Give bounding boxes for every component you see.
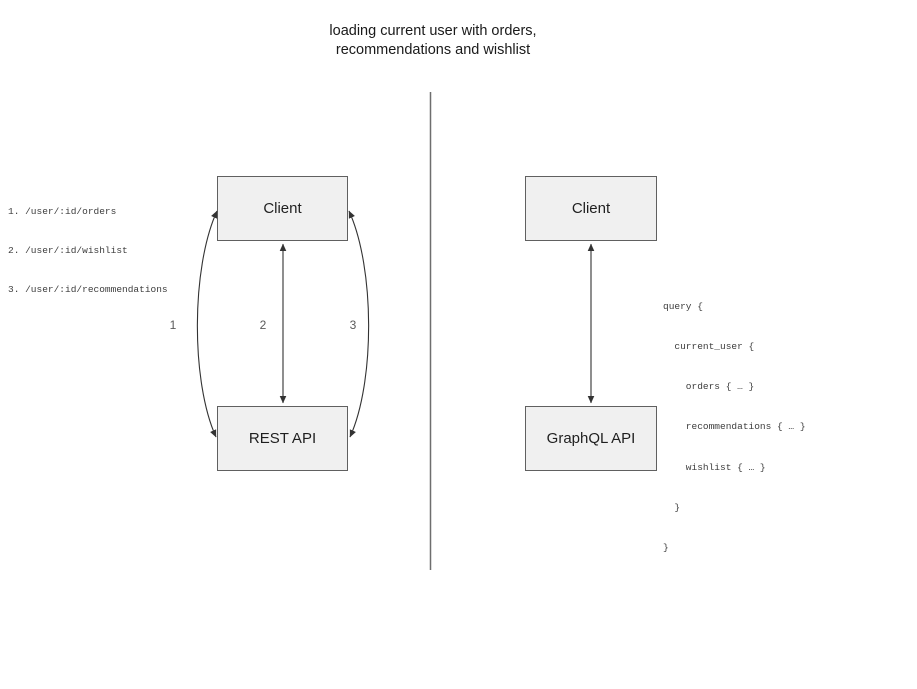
rest-api-box-label: REST API xyxy=(248,430,317,447)
client-box-rest-label: Client xyxy=(263,200,302,217)
client-box-rest-side: Client xyxy=(217,176,348,241)
graphql-query-line: orders { … } xyxy=(663,381,755,393)
diagram-title: loading current user with orders, recomm… xyxy=(133,22,733,60)
rest-endpoint-recommendations: 3. /user/:id/recommendations xyxy=(8,284,168,295)
graphql-api-box: GraphQL API xyxy=(525,406,657,471)
graphql-query-code: query { current_user { orders { … } reco… xyxy=(663,273,806,581)
graphql-query-line: } xyxy=(663,542,669,554)
rest-endpoint-wishlist: 2. /user/:id/wishlist xyxy=(8,245,128,256)
diagram-title-line-1: loading current user with orders, xyxy=(329,23,537,39)
arrow-label-2: 2 xyxy=(259,318,267,332)
graphql-query-line: wishlist { … } xyxy=(663,461,766,473)
arrow-1-left-curve xyxy=(196,210,218,438)
graphql-query-line: query { xyxy=(663,300,703,312)
diagram-title-line-2: recommendations and wishlist xyxy=(335,42,531,58)
client-box-graphql-side: Client xyxy=(525,176,657,241)
client-box-graphql-label: Client xyxy=(571,200,611,217)
graphql-query-line: current_user { xyxy=(663,341,755,353)
rest-endpoint-orders: 1. /user/:id/orders xyxy=(8,206,117,217)
arrow-label-1: 1 xyxy=(169,318,177,332)
rest-api-box: REST API xyxy=(217,406,348,471)
arrow-label-3: 3 xyxy=(349,318,357,332)
graphql-query-line: recommendations { … } xyxy=(663,421,806,433)
rest-endpoints-list: 1. /user/:id/orders 2. /user/:id/wishlis… xyxy=(8,179,168,322)
graphql-api-box-label: GraphQL API xyxy=(546,430,636,447)
graphql-query-line: } xyxy=(663,501,681,513)
